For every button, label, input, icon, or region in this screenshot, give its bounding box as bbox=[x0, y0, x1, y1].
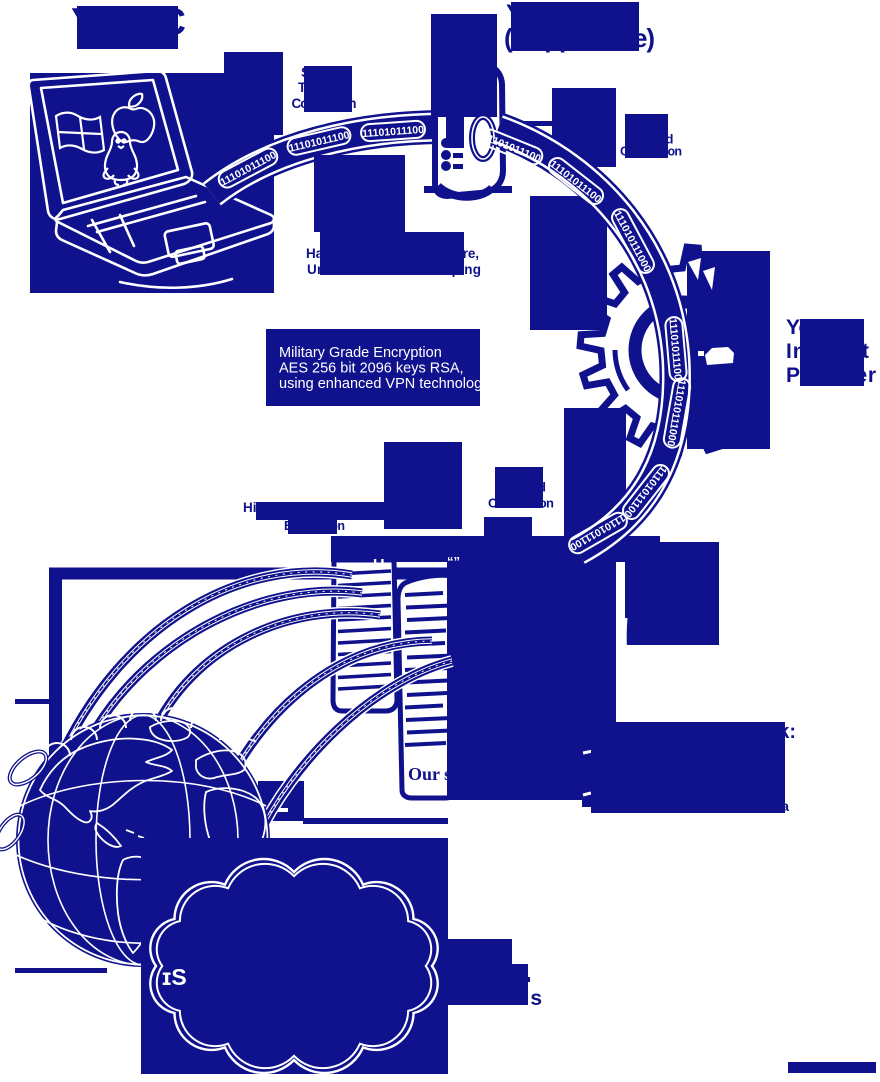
svg-text:11101011100: 11101011100 bbox=[666, 318, 683, 381]
svg-text:Our s: Our s bbox=[408, 764, 451, 784]
svg-text:s: s bbox=[530, 987, 542, 1010]
svg-text:using enhanced VPN technology: using enhanced VPN technology bbox=[279, 376, 490, 392]
svg-text:ɪS: ɪS bbox=[162, 964, 187, 990]
svg-text:Military Grade Encryption: Military Grade Encryption bbox=[279, 345, 442, 361]
svg-text:AES 256 bit 2096 keys RSA,: AES 256 bit 2096 keys RSA, bbox=[279, 361, 464, 377]
svg-text:11101011100: 11101011100 bbox=[362, 124, 425, 140]
svg-text:a: a bbox=[781, 798, 789, 814]
svg-text:U: U bbox=[373, 557, 385, 574]
svg-text:“”: “” bbox=[447, 554, 460, 569]
